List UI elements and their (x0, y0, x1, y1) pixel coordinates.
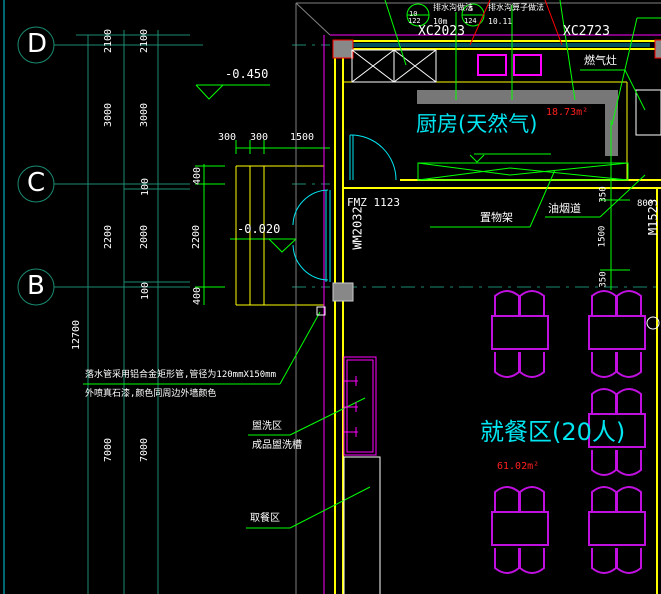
column (332, 39, 354, 59)
detail-ref-num-1: 5 (469, 5, 474, 13)
dim-side-1: 2200 (191, 224, 203, 250)
dim-kitchen-0: 350 (598, 186, 609, 203)
kitchen-counter (417, 90, 618, 156)
dining-chair (494, 290, 520, 316)
dining-chair (616, 352, 642, 378)
dining-tables (491, 290, 646, 574)
dim-inner-3: 2000 (139, 224, 151, 250)
dim-outer-3: 12700 (71, 319, 83, 351)
axis-label-c: C (27, 168, 46, 198)
dining-chair (519, 548, 545, 574)
kitchen-sinks (477, 54, 542, 76)
flue-label: 油烟道 (548, 202, 581, 215)
pickup-area-label: 取餐区 (250, 513, 280, 524)
dim-kitchen-1: 1500 (597, 225, 608, 248)
detail-ref-sub-0: 10m (433, 17, 448, 26)
elevation-markers (195, 84, 330, 305)
axis-label-b: B (27, 271, 45, 301)
wash-area-label: 盥洗区 (252, 421, 282, 432)
dim-outer-2: 2200 (103, 224, 115, 250)
dining-chair (494, 548, 520, 574)
dining-chair (494, 486, 520, 512)
dining-chair (591, 388, 617, 414)
door-label-fmz1123: FMZ 1123 (347, 196, 400, 209)
section-lines (469, 0, 563, 46)
dining-chair (519, 352, 545, 378)
column (654, 39, 661, 59)
note-paint: 外喷真石漆,颜色同周边外墙颜色 (85, 389, 217, 399)
axis-dash-lines (292, 44, 661, 288)
downpipe (316, 306, 326, 316)
wash-sink-label: 成品盥洗槽 (252, 440, 302, 451)
dining-chair (616, 548, 642, 574)
dining-chair (591, 352, 617, 378)
dim-inner-2: 100 (140, 177, 152, 197)
dim-entry-0: 300 (218, 132, 237, 143)
axis-grid (17, 26, 203, 594)
storage-units (351, 49, 661, 136)
dining-chair (591, 450, 617, 476)
detail-ref-sheet-1: 124 (464, 17, 477, 25)
leader-lines (83, 0, 661, 529)
elevation-entry: -0.020 (237, 222, 281, 236)
dim-outer-1: 3000 (103, 102, 115, 128)
dining-chair (494, 352, 520, 378)
dim-outer-4: 7000 (103, 437, 115, 463)
dim-inner-0: 2100 (139, 28, 151, 54)
dim-kitchen-2: 350 (598, 271, 609, 288)
note-downpipe: 落水管采用铝合金矩形管,管径为120mmX150mm (85, 370, 277, 380)
detail-ref-num-0: 10 (409, 10, 418, 18)
dining-chair (591, 290, 617, 316)
dining-table (588, 315, 646, 350)
dining-chair (616, 388, 642, 414)
wash-sink (343, 356, 377, 456)
detail-ref-label-0: 排水沟做法 (433, 3, 473, 12)
pipe-circle (646, 316, 660, 330)
dim-side-2: 400 (192, 286, 204, 306)
dining-chair (616, 450, 642, 476)
dining-chair (591, 486, 617, 512)
dining-area: 61.02m² (497, 461, 540, 472)
pickup-counter (343, 456, 381, 594)
detail-ref-sub-1: 10.11 (488, 17, 513, 26)
dim-outer-0: 2100 (103, 28, 115, 54)
window-label-xc2023: XC2023 (418, 24, 465, 39)
dim-entry-1: 300 (250, 132, 269, 143)
dim-inner-5: 7000 (139, 437, 151, 463)
kitchen-room-name: 厨房(天然气) (416, 112, 538, 136)
dining-room-name: 就餐区(20人) (480, 418, 626, 446)
window-lines (343, 43, 650, 47)
detail-ref-label-1: 排水沟算子做法 (488, 3, 544, 12)
dining-chair (591, 548, 617, 574)
dining-chair (519, 486, 545, 512)
shelf-label: 置物架 (480, 211, 513, 224)
entry-door-swing (292, 134, 397, 282)
window-label-xc2723: XC2723 (563, 24, 610, 39)
dining-table (588, 511, 646, 546)
window-label-wm2032: WM2032 (350, 206, 365, 250)
dim-side-0: 400 (192, 166, 204, 186)
dining-chair (519, 290, 545, 316)
dim-inner-4: 100 (140, 281, 152, 301)
stove-label: 燃气灶 (584, 54, 617, 67)
axis-label-d: D (27, 29, 48, 59)
dining-chair (616, 486, 642, 512)
column (332, 282, 354, 302)
dining-chair (616, 290, 642, 316)
detail-ref-sheet-0: 122 (408, 17, 421, 25)
dim-entry-2: 1500 (290, 132, 315, 143)
entry-canopy (235, 165, 324, 306)
kitchen-area: 18.73m² (546, 107, 589, 118)
dim-kitchen-3: 800 (637, 199, 654, 209)
dining-table (491, 315, 549, 350)
dim-inner-1: 3000 (139, 102, 151, 128)
kitchen-hood (417, 153, 629, 181)
elevation-outside: -0.450 (225, 67, 269, 81)
dining-table (491, 511, 549, 546)
